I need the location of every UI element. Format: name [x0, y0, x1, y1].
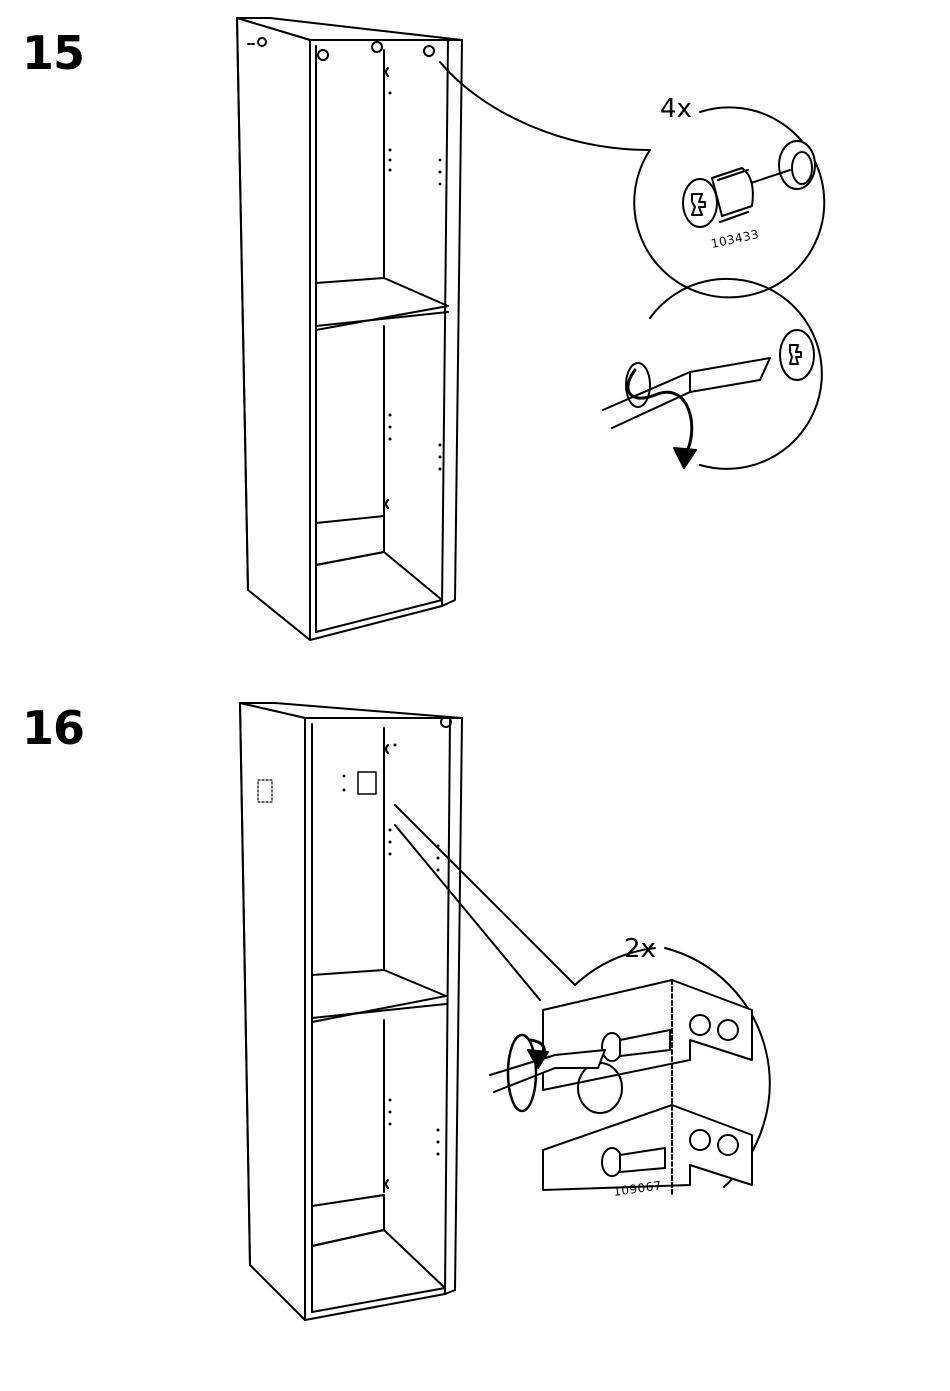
leader-line-16b [395, 825, 540, 1000]
leader-line-15 [440, 62, 650, 150]
step-15-number: 15 [22, 30, 84, 76]
leader-line-16a [395, 805, 575, 985]
cam-lock-fitting-icon [683, 168, 753, 227]
bookcase-16 [240, 703, 462, 1320]
step-15-quantity: 4x [660, 94, 692, 124]
screwdriver-detail [603, 279, 822, 469]
step-16-quantity: 2x [624, 934, 656, 964]
corner-bracket-detail: 2x 109067 [490, 934, 770, 1199]
step-15-part-number: 103433 [710, 227, 761, 251]
bookcase-15 [237, 18, 462, 640]
cam-lock-detail: 4x 103433 [634, 94, 824, 297]
screw-icon [602, 1030, 670, 1176]
step-16-number: 16 [22, 705, 84, 751]
